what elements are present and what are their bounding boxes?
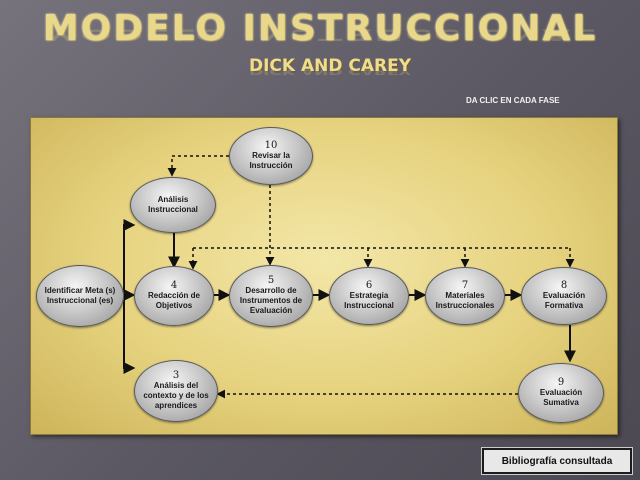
phase-label: Identificar Meta (s) Instruccional (es) [44,286,116,305]
phase-analisis-contexto[interactable]: 3 Análisis del contexto y de los aprendi… [134,360,218,422]
phase-desarrollo-instrumentos[interactable]: 5 Desarrollo de Instrumentos de Evaluaci… [229,265,313,327]
phase-label: Revisar la Instrucción [249,151,293,170]
phase-number: 5 [267,275,275,286]
phase-label: Desarrollo de Instrumentos de Evaluación [239,286,303,315]
dashed-revisar-to-analisis [167,155,229,177]
phase-label: Análisis Instruccional [148,195,198,214]
phase-label: Materiales Instruccionales [435,291,495,310]
phase-label: Evaluación Formativa [542,291,586,310]
phase-materiales-instruccionales[interactable]: 7 Materiales Instruccionales [425,267,505,325]
phase-estrategia-instruccional[interactable]: 6 Estrategia Instruccional [329,267,409,325]
page-title: MODELO INSTRUCCIONAL [42,8,598,49]
phase-number: 10 [264,140,278,151]
phase-label: Estrategia Instruccional [344,291,394,310]
bibliografia-button[interactable]: Bibliografía consultada [482,448,632,474]
phase-analisis-instruccional[interactable]: Análisis Instruccional [130,177,216,233]
arrow-bracket-to-analisis [123,219,136,294]
phase-number: 4 [170,280,178,291]
phase-label: Análisis del contexto y de los aprendice… [143,381,209,410]
phase-revisar-instruccion[interactable]: 10 Revisar la Instrucción [229,127,313,185]
arrow-bracket-to-contexto [123,294,136,374]
page-subtitle: DICK AND CAREY [248,56,412,76]
click-hint: DA CLIC EN CADA FASE [466,96,560,105]
phase-evaluacion-sumativa[interactable]: 9 Evaluación Sumativa [518,363,604,423]
phase-identificar-meta[interactable]: Identificar Meta (s) Instruccional (es) [36,265,124,327]
phase-redaccion-objetivos[interactable]: 4 Redacción de Objetivos [134,266,214,326]
phase-number: 8 [560,280,568,291]
phase-number: 3 [172,370,180,381]
phase-label: Evaluación Sumativa [539,388,583,407]
phase-number: 9 [557,377,565,388]
phase-number: 7 [461,280,469,291]
phase-number: 6 [365,280,373,291]
phase-evaluacion-formativa[interactable]: 8 Evaluación Formativa [521,267,607,325]
phase-label: Redacción de Objetivos [147,291,200,310]
